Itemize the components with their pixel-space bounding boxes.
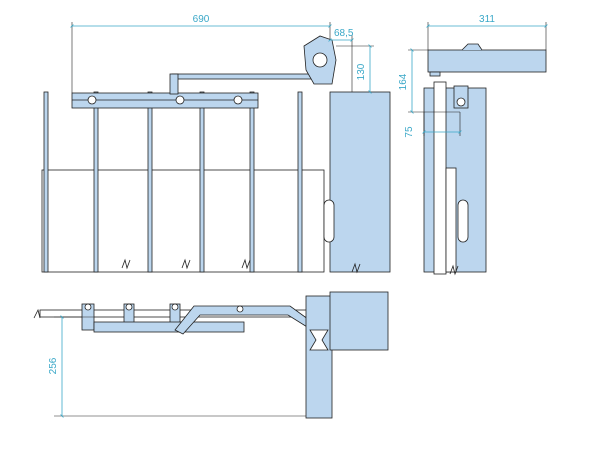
dimension-height-arm: 130 (336, 44, 374, 94)
plan-motor-box (329, 291, 389, 351)
dimension-width-total: 690 (70, 14, 332, 93)
dim-label-width-side: 311 (479, 14, 495, 25)
plan-pins (84, 303, 244, 313)
dimension-height-side: 164 (398, 48, 460, 114)
arm-bolts (87, 95, 243, 105)
link-arm (171, 73, 331, 80)
gate-panel (41, 169, 325, 273)
dim-label-width-total: 690 (193, 14, 210, 25)
dim-label-offset-top: 68,5 (334, 28, 354, 39)
side-elevation: 311 164 75 (398, 14, 548, 276)
dimension-depth-plan: 256 (48, 315, 306, 418)
arm-bar (71, 92, 259, 109)
gate-bars (43, 91, 303, 273)
plan-post (305, 295, 333, 419)
plan-view: 256 (33, 291, 389, 419)
dim-label-height-arm: 130 (356, 63, 367, 80)
side-motor-body (427, 49, 547, 73)
front-elevation: 690 68,5 130 (41, 14, 391, 274)
dim-label-offset-side: 75 (404, 126, 415, 138)
dimension-offset-side: 75 (404, 112, 462, 138)
dimension-width-side: 311 (426, 14, 548, 50)
side-gate-leaf (433, 81, 447, 275)
dim-label-height-side: 164 (398, 73, 409, 90)
break-marks (121, 258, 361, 274)
dimension-offset-top: 68,5 (328, 28, 354, 92)
plan-lower-rail (93, 321, 245, 333)
dim-label-depth-plan: 256 (48, 357, 59, 374)
gate-post (329, 91, 391, 273)
